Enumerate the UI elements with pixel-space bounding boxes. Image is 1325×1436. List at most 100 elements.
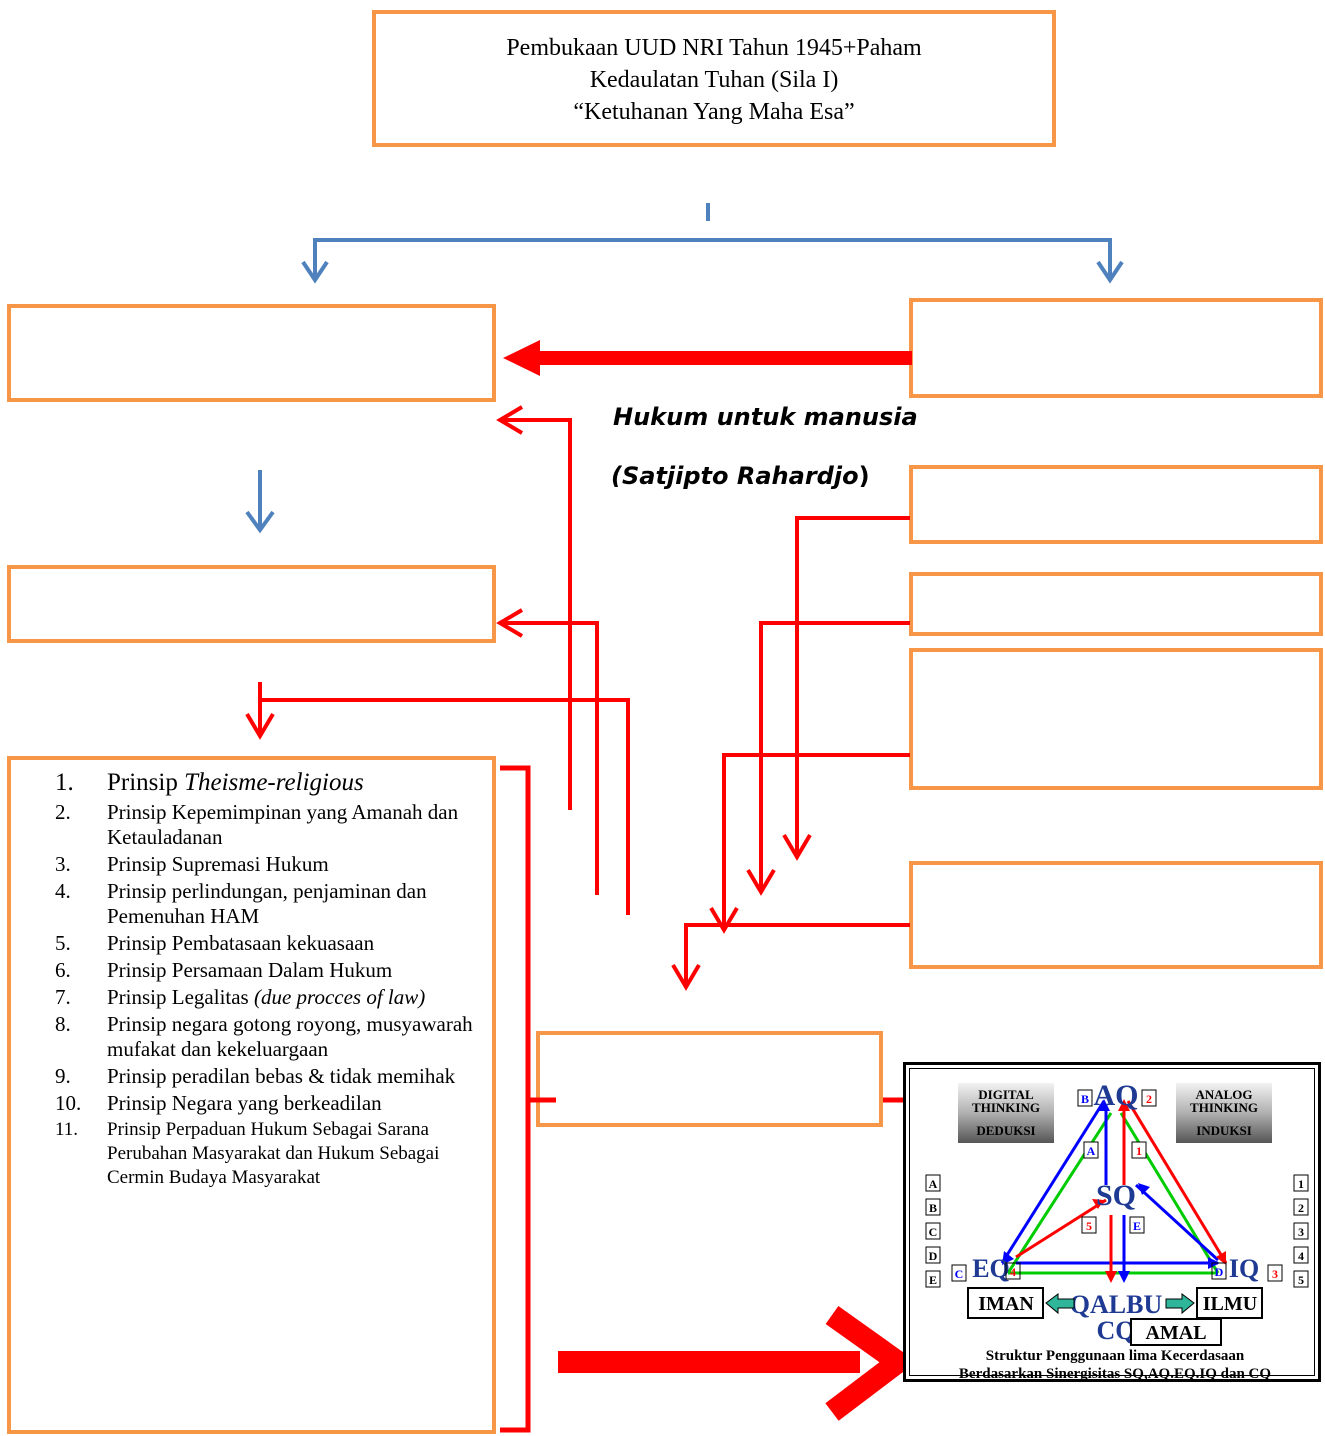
principle-item: 5. Prinsip Pembatasaan kekuasaan (55, 931, 475, 956)
digital-line1: DIGITAL (978, 1087, 1034, 1102)
drop-arrowhead-4 (671, 963, 701, 991)
principle-number: 6. (55, 958, 71, 982)
inset-caption-2: Berdasarkan Sinergisitas SQ,AQ.EQ.IQ dan… (959, 1366, 1271, 1382)
right-square (1293, 1270, 1309, 1288)
left-square (925, 1222, 941, 1240)
bracket-bottom (500, 1100, 531, 1433)
principle-item: 2. Prinsip Kepemimpinan yang Amanah dan K… (55, 800, 475, 850)
iq-label: IQ (1229, 1254, 1259, 1283)
ilmu-box (1196, 1287, 1263, 1319)
right-square-label: 3 (1298, 1225, 1304, 1239)
tag-c: C (955, 1267, 964, 1281)
principle-text: Prinsip Supremasi Hukum (107, 852, 329, 876)
caption-line2-italic: (Satjipto Rahardjo (611, 462, 859, 490)
principle-text: Prinsip peradilan bebas & tidak memihak (107, 1064, 456, 1088)
amal-box (1130, 1318, 1222, 1346)
principle-item: 1. Prinsip Theisme-religious (55, 768, 475, 798)
principle-item: 3. Prinsip Supremasi Hukum (55, 852, 475, 877)
cq-label: CQ (1097, 1316, 1136, 1345)
left-square (925, 1270, 941, 1288)
caption-line1: Hukum untuk manusia (613, 403, 918, 431)
principle-text: Prinsip Negara yang berkeadilan (107, 1091, 382, 1115)
tag-e: E (1133, 1219, 1141, 1233)
red-connectors (245, 340, 917, 1433)
left-square-label: E (929, 1273, 937, 1287)
principle-italic: Theisme-religious (184, 769, 364, 796)
return-line-3 (260, 698, 630, 915)
top-box-line3: “Ketuhanan Yang Maha Esa” (573, 99, 855, 125)
principle-number: 2. (55, 800, 71, 824)
principle-item: 7.Prinsip Legalitas (due procces of law) (55, 985, 475, 1010)
big-arrowhead (825, 1306, 917, 1421)
tag-d: D (1215, 1265, 1224, 1279)
principle-number: 10. (55, 1091, 82, 1115)
right-square (1293, 1222, 1309, 1240)
qalbu-label: QALBU (1070, 1290, 1163, 1319)
drop-arrowhead-2 (746, 868, 776, 896)
return-arrowhead-1 (496, 405, 524, 435)
principles-list: 1. Prinsip Theisme-religious 2. Prinsip Kep… (55, 768, 475, 1192)
sq-label: SQ (1096, 1179, 1136, 1212)
tag-1: 1 (1136, 1144, 1142, 1158)
return-line-2 (500, 621, 599, 895)
principle-number: 8. (55, 1012, 71, 1036)
tag-b: B (1081, 1092, 1089, 1106)
right-square (1293, 1174, 1309, 1192)
drop-arrowhead-3 (709, 906, 739, 934)
principle-text: Prinsip Kepemimpinan yang Amanah dan Ket… (107, 800, 459, 849)
drop-line-3 (722, 753, 910, 928)
principle-text: Prinsip (107, 769, 185, 796)
tag-3: 3 (1272, 1267, 1278, 1281)
tag-5: 5 (1086, 1219, 1092, 1233)
intelligence-svg: DIGITAL THINKING DEDUKSI ANALOG THINKING… (925, 1079, 1309, 1382)
tag-a: A (1087, 1144, 1096, 1158)
right-box-3 (909, 572, 1323, 636)
intelligence-figure: DIGITAL THINKING DEDUKSI ANALOG THINKING… (903, 1062, 1321, 1382)
eq-label: EQ (972, 1254, 1010, 1283)
iman-label: IMAN (978, 1293, 1034, 1315)
blue-down-arrowhead (245, 510, 275, 534)
drop-arrowhead-1 (782, 833, 812, 861)
top-box: Pembukaan UUD NRI Tahun 1945+Paham Kedau… (372, 10, 1056, 147)
right-square-label: 2 (1298, 1201, 1304, 1215)
teal-arrow-right (1165, 1293, 1195, 1315)
left-square-label: B (929, 1201, 937, 1215)
teal-arrow-left (1045, 1293, 1075, 1315)
top-box-line2: Kedaulatan Tuhan (Sila I) (589, 67, 839, 93)
tag-2: 2 (1146, 1092, 1152, 1106)
right-square-label: 1 (1298, 1177, 1304, 1191)
drop-line-4 (684, 923, 910, 985)
left-square (925, 1198, 941, 1216)
principle-number: 9. (55, 1064, 71, 1088)
return-line-1 (500, 418, 572, 810)
principle-number: 5. (55, 931, 71, 955)
center-box (536, 1031, 883, 1127)
principle-item: 8. Prinsip negara gotong royong, musyawar… (55, 1012, 475, 1062)
iman-box (967, 1287, 1044, 1319)
analog-line2: THINKING (1190, 1100, 1258, 1115)
principle-item: 4.Prinsip perlindungan, penjaminan dan P… (55, 879, 475, 929)
principle-item: 10. Prinsip Negara yang berkeadilan (55, 1091, 475, 1116)
principle-number: 7. (55, 985, 71, 1009)
principle-text: Prinsip Pembatasaan kekuasaan (107, 931, 375, 955)
analog-line1: ANALOG (1195, 1087, 1252, 1102)
down-arrowhead-principles (245, 712, 275, 740)
principle-item: 11.Prinsip Perpaduan Hukum Sebagai Saran… (55, 1118, 475, 1190)
right-box-1 (909, 298, 1323, 398)
drop-line-2 (759, 621, 910, 890)
thick-arrowhead (503, 340, 540, 376)
ilmu-label: ILMU (1203, 1293, 1257, 1315)
caption-line2: (Satjipto Rahardjo) (611, 462, 870, 490)
right-box-4 (909, 648, 1323, 790)
left-square (925, 1246, 941, 1264)
principle-number: 1. (55, 769, 74, 796)
right-square (1293, 1246, 1309, 1264)
principle-number: 11. (55, 1119, 79, 1140)
caption-line2-close: ) (858, 462, 870, 490)
principle-number: 3. (55, 852, 71, 876)
analog-line3: INDUKSI (1196, 1123, 1252, 1138)
principles-box (7, 756, 496, 1434)
left-box-2 (7, 565, 496, 643)
left-box-1 (7, 304, 496, 402)
principle-text: Prinsip negara gotong royong, musyawarah… (107, 1012, 473, 1061)
